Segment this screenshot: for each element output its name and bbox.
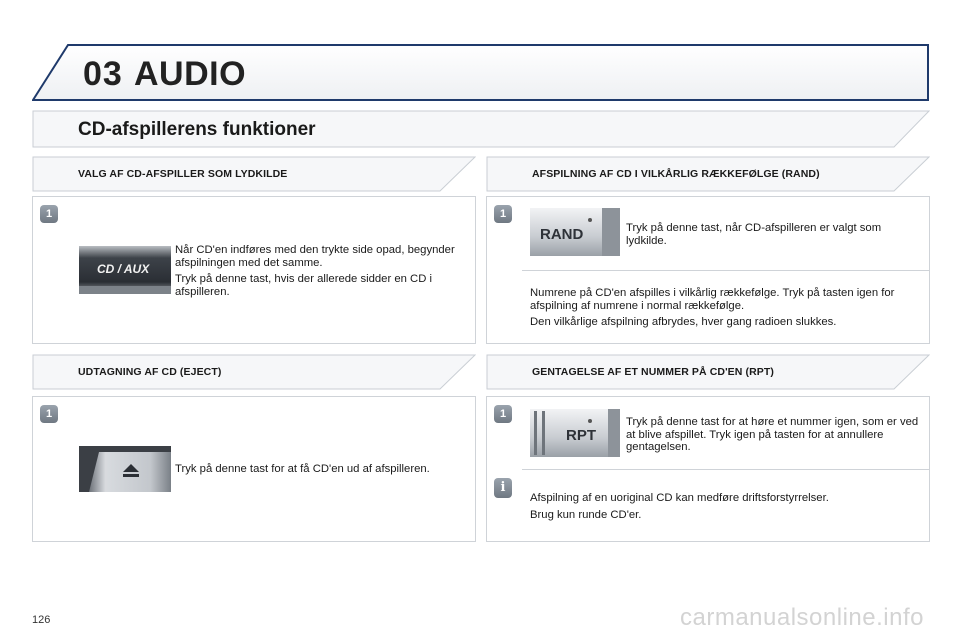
info-notes: Afspilning af en uoriginal CD kan medfør… — [530, 492, 922, 525]
info-icon: i — [494, 478, 512, 498]
paragraph: Afspilning af en uoriginal CD kan medfør… — [530, 492, 829, 504]
repeat-heading: GENTAGELSE AF ET NUMMER PÅ CD'EN (RPT) — [532, 366, 774, 378]
cd-aux-label: CD / AUX — [97, 262, 150, 276]
chapter-title: AUDIO — [134, 55, 247, 93]
select-source-text: Når CD'en indføres med den trykte side o… — [175, 244, 467, 302]
chapter-number: 03 — [83, 55, 123, 93]
step-badge: 1 — [494, 205, 512, 223]
section-band: CD-afspillerens funktioner — [32, 110, 930, 148]
eject-heading: UDTAGNING AF CD (EJECT) — [78, 366, 222, 378]
rand-label: RAND — [540, 226, 584, 243]
page-number: 126 — [32, 614, 51, 626]
rpt-label: RPT — [566, 427, 596, 444]
rpt-button[interactable]: RPT — [530, 409, 620, 457]
eject-heading-band: UDTAGNING AF CD (EJECT) — [32, 354, 476, 390]
step-badge: 1 — [494, 405, 512, 423]
watermark: carmanualsonline.info — [680, 604, 924, 631]
paragraph: Numrene på CD'en afspilles i vilkårlig r… — [530, 287, 895, 312]
repeat-text: Tryk på denne tast for at høre et nummer… — [626, 416, 919, 453]
cd-aux-button[interactable]: CD / AUX — [79, 246, 171, 294]
step-badge: 1 — [40, 205, 58, 223]
section-title: CD-afspillerens funktioner — [78, 119, 316, 140]
eject-panel — [32, 396, 476, 542]
eject-text: Tryk på denne tast for at få CD'en ud af… — [175, 463, 430, 475]
rand-button[interactable]: RAND — [530, 208, 620, 256]
chapter-header — [32, 44, 930, 102]
select-source-heading: VALG AF CD-AFSPILLER SOM LYDKILDE — [78, 168, 288, 180]
repeat-heading-band: GENTAGELSE AF ET NUMMER PÅ CD'EN (RPT) — [486, 354, 930, 390]
select-source-heading-band: VALG AF CD-AFSPILLER SOM LYDKILDE — [32, 156, 476, 192]
divider — [522, 270, 929, 271]
eject-icon — [123, 464, 139, 472]
paragraph: Brug kun runde CD'er. — [530, 508, 642, 521]
random-text: Tryk på denne tast, når CD-afspilleren e… — [626, 222, 882, 247]
random-notes: Numrene på CD'en afspilles i vilkårlig r… — [530, 287, 922, 333]
divider — [522, 469, 929, 470]
random-heading-band: AFSPILNING AF CD I VILKÅRLIG RÆKKEFØLGE … — [486, 156, 930, 192]
random-heading: AFSPILNING AF CD I VILKÅRLIG RÆKKEFØLGE … — [532, 168, 820, 180]
step-badge: 1 — [40, 405, 58, 423]
paragraph: Den vilkårlige afspilning afbrydes, hver… — [530, 316, 837, 328]
paragraph: Tryk på denne tast, hvis der allerede si… — [175, 273, 433, 298]
eject-button[interactable] — [79, 446, 171, 492]
paragraph: Når CD'en indføres med den trykte side o… — [175, 244, 455, 269]
